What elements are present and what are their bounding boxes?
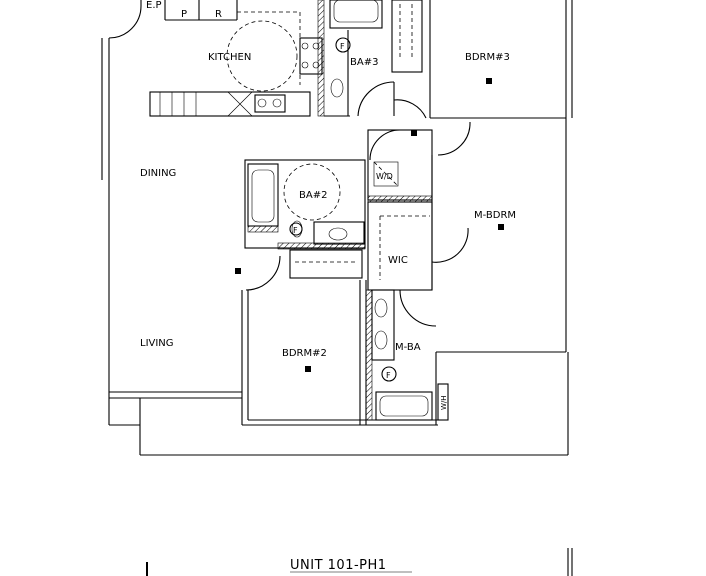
ba3-label: BA#3 [350, 57, 378, 68]
bdrm2-label: BDRM#2 [282, 348, 327, 359]
living-label: LIVING [140, 338, 174, 349]
fan-label-ba3: F [340, 42, 345, 51]
walk-in-closet [367, 201, 469, 291]
kitchen-fixtures [149, 0, 323, 117]
ba2-fixtures [244, 159, 366, 291]
pantry-label: P [181, 9, 187, 20]
marker-symbols [235, 78, 504, 372]
mba-label: M-BA [395, 342, 421, 353]
ba2-label: BA#2 [299, 190, 327, 201]
wh-label: W/H [440, 395, 448, 410]
unit-title: UNIT 101-PH1 [290, 558, 387, 573]
wic-label: WIC [388, 255, 408, 266]
ep-label: E.P [146, 0, 162, 11]
fan-symbols [289, 37, 397, 382]
laundry-closet [367, 121, 471, 290]
bdrm3-label: BDRM#3 [465, 52, 510, 63]
wd-label: W/D [376, 172, 393, 181]
dining-label: DINING [140, 168, 176, 179]
fan-label-ba2: F [293, 226, 298, 235]
kitchen-label: KITCHEN [208, 52, 251, 63]
mba-fixtures [365, 289, 566, 425]
fan-label-mba: F [386, 371, 391, 380]
refrigerator-label: R [215, 9, 222, 20]
ba3-fixtures [317, 0, 431, 119]
exterior-walls [101, 0, 573, 456]
sheet-frame [146, 548, 573, 576]
mbdrm-label: M-BDRM [474, 210, 516, 221]
